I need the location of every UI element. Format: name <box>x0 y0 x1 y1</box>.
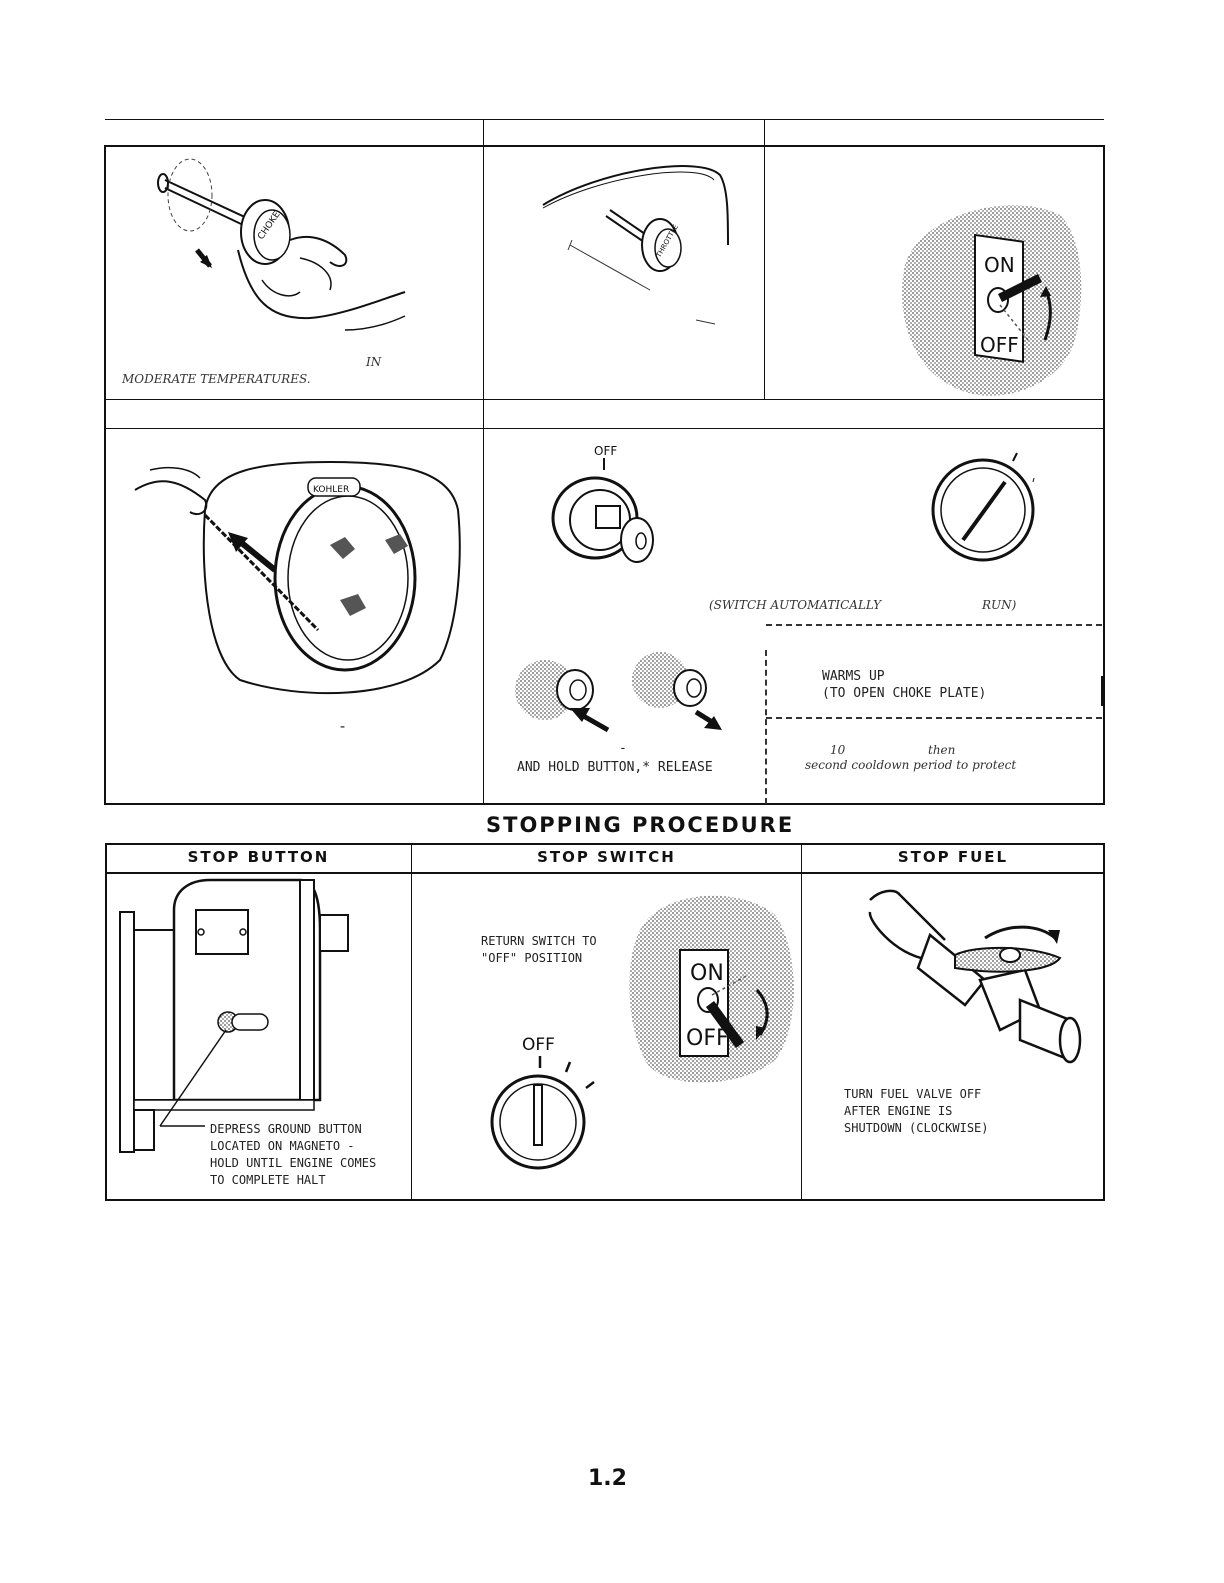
stop-fuel-instructions: TURN FUEL VALVE OFF AFTER ENGINE IS SHUT… <box>844 1087 989 1135</box>
hold-dash: - <box>619 741 627 756</box>
top-header-divider-2 <box>764 119 765 147</box>
stop-button-header: STOP BUTTON <box>187 848 330 866</box>
stopping-header-rule <box>106 872 1104 874</box>
page-number: 1.2 <box>588 1466 627 1491</box>
panel-divider-vertical-right <box>764 146 765 400</box>
key-caption-automatically: (SWITCH AUTOMATICALLY <box>709 598 882 612</box>
switch-off-label: OFF <box>980 333 1019 357</box>
dash-rule-2 <box>766 717 1102 719</box>
dash-rule-1 <box>766 624 1102 626</box>
stopping-frame <box>105 843 1105 1201</box>
panel-divider-row-2 <box>105 428 1104 429</box>
choke-caption-in: IN <box>366 355 382 369</box>
cooldown-line2: second cooldown period to protect <box>805 758 1017 772</box>
cooldown-number: 10 <box>830 743 846 757</box>
stop-switch-off-label: OFF <box>686 1026 729 1051</box>
stop-switch-header: STOP SWITCH <box>537 848 676 866</box>
stop-dial-off-label: OFF <box>522 1035 555 1055</box>
hold-button-text: AND HOLD BUTTON,* RELEASE <box>517 760 713 775</box>
choke-caption-moderate-temperatures: MODERATE TEMPERATURES. <box>122 372 311 386</box>
dash-divider-vertical <box>765 650 767 804</box>
warms-up-text: WARMS UP (TO OPEN CHOKE PLATE) <box>822 669 987 701</box>
stop-button-instructions: DEPRESS GROUND BUTTON LOCATED ON MAGNETO… <box>210 1122 377 1187</box>
recoil-dash: - <box>338 717 348 735</box>
starting-panels-frame <box>104 145 1105 805</box>
stop-switch-instructions: RETURN SWITCH TO "OFF" POSITION <box>481 934 597 965</box>
stopping-procedure-title: STOPPING PROCEDURE <box>486 813 795 837</box>
solid-tick-right <box>1101 676 1103 706</box>
switch-on-label: ON <box>984 253 1015 277</box>
recoil-brand-label: KOHLER <box>313 485 349 495</box>
stopping-divider-1 <box>411 844 412 1200</box>
cooldown-then: then <box>928 743 956 757</box>
stop-fuel-header: STOP FUEL <box>897 848 1009 866</box>
stopping-divider-2 <box>801 844 802 1200</box>
key-switch-off-label: OFF <box>594 444 617 458</box>
top-rule <box>105 119 1104 120</box>
key-caption-run: RUN) <box>982 598 1017 612</box>
top-header-divider-1 <box>483 119 484 147</box>
panel-divider-row-1 <box>105 399 1104 400</box>
stop-switch-on-label: ON <box>690 961 724 986</box>
panel-divider-vertical-left <box>483 146 484 804</box>
